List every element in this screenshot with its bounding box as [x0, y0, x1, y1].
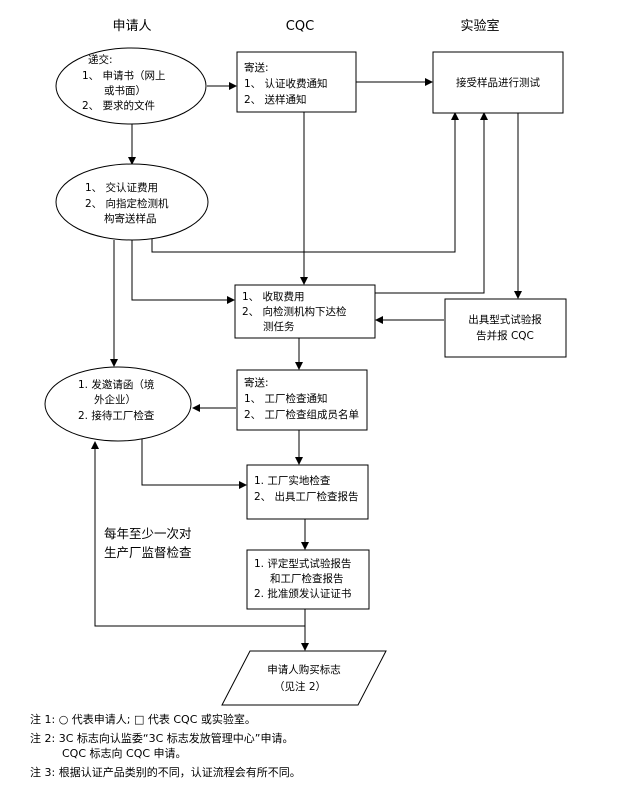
arrow-pay-to-receive — [131, 240, 235, 304]
submit-item-1: 1、 申请书（网上 — [82, 69, 166, 82]
applicant-invite-node: 1. 发邀请函（境 外企业） 2. 接待工厂检查 — [44, 366, 192, 442]
lab-test-node: 接受样品进行测试 — [432, 51, 564, 114]
submit-item-2: 2、 要求的文件 — [82, 99, 155, 112]
cqc-send-item-1: 1、 认证收费通知 — [244, 77, 328, 90]
cqc-notify-node: 寄送: 1、 工厂检查通知 2、 工厂检查组成员名单 — [236, 369, 368, 431]
lab-report-line-1: 出具型式试验报 — [468, 313, 542, 326]
arrow-receive-to-lab — [374, 112, 488, 294]
cqc-certify-item-2: 2. 批准颁发认证证书 — [254, 587, 351, 600]
invite-item-1-cont: 外企业） — [94, 393, 136, 406]
submit-item-1-cont: 或书面） — [104, 85, 146, 97]
cqc-send-item-2: 2、 送样通知 — [244, 93, 307, 106]
arrow-pay-to-lab — [151, 112, 459, 253]
header-applicant: 申请人 — [112, 19, 151, 34]
notes: 注 1: ○ 代表申请人; □ 代表 CQC 或实验室。 注 2: 3C 标志向… — [30, 712, 301, 779]
cqc-send-node: 寄送: 1、 认证收费通知 2、 送样通知 — [236, 51, 357, 113]
annual-supervision-label: 每年至少一次对 生产厂监督检查 — [104, 526, 192, 560]
lab-test-text: 接受样品进行测试 — [456, 76, 540, 89]
invite-item-1: 1. 发邀请函（境 — [78, 378, 154, 391]
pay-item-2: 2、 向指定检测机 — [85, 197, 169, 210]
cqc-certify-item-1-cont: 和工厂检查报告 — [270, 572, 344, 585]
purchase-mark-node: 申请人购买标志 （见注 2） — [221, 650, 387, 706]
connectors — [91, 78, 522, 651]
cqc-receive-item-2: 2、 向检测机构下达检 — [242, 305, 347, 318]
cqc-receive-item-2-cont: 测任务 — [263, 320, 295, 333]
note-2: 注 2: 3C 标志向认监委“3C 标志发放管理中心”申请。 — [30, 731, 293, 745]
applicant-pay-node: 1、 交认证费用 2、 向指定检测机 构寄送样品 — [55, 163, 209, 241]
purchase-mark-line-1: 申请人购买标志 — [267, 663, 341, 676]
cqc-inspect-item-1: 1. 工厂实地检查 — [254, 474, 331, 487]
note-3: 注 3: 根据认证产品类别的不同，认证流程会有所不同。 — [30, 765, 301, 779]
cqc-notify-item-2: 2、 工厂检查组成员名单 — [244, 408, 359, 421]
pay-item-2-cont: 构寄送样品 — [104, 212, 157, 225]
purchase-mark-line-2: （见注 2） — [274, 680, 326, 693]
cqc-inspect-node: 1. 工厂实地检查 2、 出具工厂检查报告 — [246, 464, 369, 520]
note-2-cont: CQC 标志向 CQC 申请。 — [62, 746, 187, 760]
lab-report-line-2: 告并报 CQC — [476, 329, 534, 342]
cqc-send-title: 寄送: — [244, 61, 269, 74]
cqc-certify-item-1: 1. 评定型式试验报告 — [254, 557, 351, 570]
arrow-invite-to-inspect — [141, 438, 247, 489]
cqc-receive-item-1: 1、 收取费用 — [242, 290, 305, 303]
cqc-inspect-item-2: 2、 出具工厂检查报告 — [254, 490, 359, 503]
cqc-notify-title: 寄送: — [244, 376, 269, 389]
header-lab: 实验室 — [460, 18, 499, 34]
invite-item-2: 2. 接待工厂检查 — [78, 409, 155, 422]
applicant-submit-node: 递交: 1、 申请书（网上 或书面） 2、 要求的文件 — [55, 47, 207, 125]
arrow-annual-supervision-loop — [91, 441, 305, 627]
lab-report-node: 出具型式试验报 告并报 CQC — [444, 298, 567, 358]
cqc-notify-item-1: 1、 工厂检查通知 — [244, 392, 328, 405]
note-1: 注 1: ○ 代表申请人; □ 代表 CQC 或实验室。 — [30, 712, 256, 726]
cqc-certify-node: 1. 评定型式试验报告 和工厂检查报告 2. 批准颁发认证证书 — [246, 549, 370, 610]
annual-label-line-2: 生产厂监督检查 — [104, 545, 192, 560]
header-cqc: CQC — [286, 19, 314, 34]
annual-label-line-1: 每年至少一次对 — [104, 526, 192, 541]
submit-title: 递交: — [88, 53, 113, 66]
cqc-receive-node: 1、 收取费用 2、 向检测机构下达检 测任务 — [234, 284, 376, 339]
pay-item-1: 1、 交认证费用 — [85, 181, 158, 194]
